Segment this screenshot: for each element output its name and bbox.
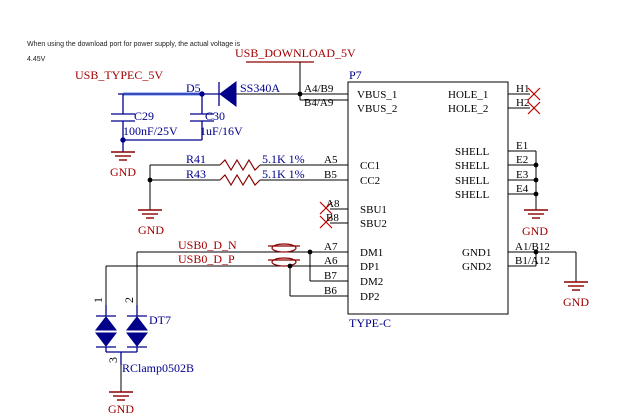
dt7-value: RClamp0502B xyxy=(122,361,194,375)
dt7-pin2: 2 xyxy=(122,297,136,303)
resistor-r41 xyxy=(219,158,261,172)
pin-num-b5: B5 xyxy=(324,169,337,181)
connector-type: TYPE-C xyxy=(349,316,391,330)
pin-name-vbus1: VBUS_1 xyxy=(357,89,397,101)
c29-value: 100nF/25V xyxy=(123,124,178,138)
gnd-label-caps: GND xyxy=(110,165,136,179)
pin-num-h1: H1 xyxy=(516,83,529,95)
pin-num-b6: B6 xyxy=(324,285,337,297)
pin-num-a4-b9: A4/B9 xyxy=(304,83,334,95)
pin-num-b8: B8 xyxy=(326,212,339,224)
usb-dp-netlabel-marker xyxy=(268,257,300,267)
pin-name-cc1: CC1 xyxy=(360,160,380,172)
hole-no-connect-x xyxy=(527,87,541,115)
pin-num-a1-b12: A1/B12 xyxy=(515,241,550,253)
c30-value: 1uF/16V xyxy=(200,124,243,138)
gnd-symbol-caps xyxy=(111,151,135,161)
pin-num-b4-a9: B4/A9 xyxy=(304,97,334,109)
pin-name-sbu2: SBU2 xyxy=(360,218,387,230)
pin-num-e1: E1 xyxy=(516,140,528,152)
c30-ref: C30 xyxy=(205,109,225,123)
connector-ref: P7 xyxy=(349,68,362,82)
resistor-r43 xyxy=(219,173,261,187)
r43-ref: R43 xyxy=(186,167,206,181)
usb-dn-netlabel-marker xyxy=(268,243,300,253)
pin-name-cc2: CC2 xyxy=(360,175,380,187)
pin-name-sbu1: SBU1 xyxy=(360,204,387,216)
pin-num-e4: E4 xyxy=(516,183,529,195)
d5-ref: D5 xyxy=(186,81,201,95)
pin-num-b1-a12: B1/A12 xyxy=(515,255,550,267)
r41-ref: R41 xyxy=(186,152,206,166)
pin-name-dp1: DP1 xyxy=(360,261,380,273)
pin-name-hole1: HOLE_1 xyxy=(448,89,488,101)
pin-name-gnd2: GND2 xyxy=(462,261,491,273)
dt7-pin1: 1 xyxy=(91,297,105,303)
r43-value: 5.1K 1% xyxy=(262,167,305,181)
r41-value: 5.1K 1% xyxy=(262,152,305,166)
pin-num-a7: A7 xyxy=(324,241,338,253)
connector-p7-body xyxy=(347,81,509,315)
pin-num-b7: B7 xyxy=(324,270,337,282)
supply-note-line2: 4.45V xyxy=(27,56,46,63)
tvs-dt7 xyxy=(94,305,149,365)
sbu-no-connect-x xyxy=(319,201,333,229)
c29-ref: C29 xyxy=(134,109,154,123)
net-usb0-d-n: USB0_D_N xyxy=(178,238,237,252)
d5-value: SS340A xyxy=(240,81,280,95)
gnd-label-shell: GND xyxy=(522,224,548,238)
net-usb-typec-5v: USB_TYPEC_5V xyxy=(75,68,163,82)
pin-num-e2: E2 xyxy=(516,154,528,166)
gnd-symbol-tvs xyxy=(109,391,133,401)
pin-num-a8: A8 xyxy=(326,198,340,210)
supply-note-line1: When using the download port for power s… xyxy=(27,41,241,48)
gnd-label-tvs: GND xyxy=(108,402,134,416)
pin-name-shell-e2: SHELL xyxy=(455,160,490,172)
dt7-pin3: 3 xyxy=(106,357,120,363)
pin-num-a5: A5 xyxy=(324,154,338,166)
pin-name-dm1: DM1 xyxy=(360,247,383,259)
capacitor-c29 xyxy=(111,113,135,122)
pin-name-dp2: DP2 xyxy=(360,291,380,303)
pin-num-h2: H2 xyxy=(516,97,529,109)
pin-name-gnd1: GND1 xyxy=(462,247,491,259)
pin-name-vbus2: VBUS_2 xyxy=(357,103,397,115)
pin-num-e3: E3 xyxy=(516,169,529,181)
pin-name-shell-e3: SHELL xyxy=(455,175,490,187)
net-usb-download-5v: USB_DOWNLOAD_5V xyxy=(235,46,356,60)
pin-num-a6: A6 xyxy=(324,255,338,267)
net-usb0-d-p: USB0_D_P xyxy=(178,252,235,266)
pin-name-dm2: DM2 xyxy=(360,276,383,288)
pin-name-hole2: HOLE_2 xyxy=(448,103,488,115)
pin-name-shell-e4: SHELL xyxy=(455,189,490,201)
gnd-label-connector: GND xyxy=(563,295,589,309)
gnd-symbol-connector xyxy=(564,281,588,291)
pin-name-shell-e1: SHELL xyxy=(455,146,490,158)
gnd-symbol-cc xyxy=(138,209,162,219)
gnd-symbol-shell xyxy=(524,209,548,219)
diode-d5 xyxy=(218,81,237,107)
gnd-label-cc: GND xyxy=(138,223,164,237)
dt7-ref: DT7 xyxy=(149,313,171,327)
